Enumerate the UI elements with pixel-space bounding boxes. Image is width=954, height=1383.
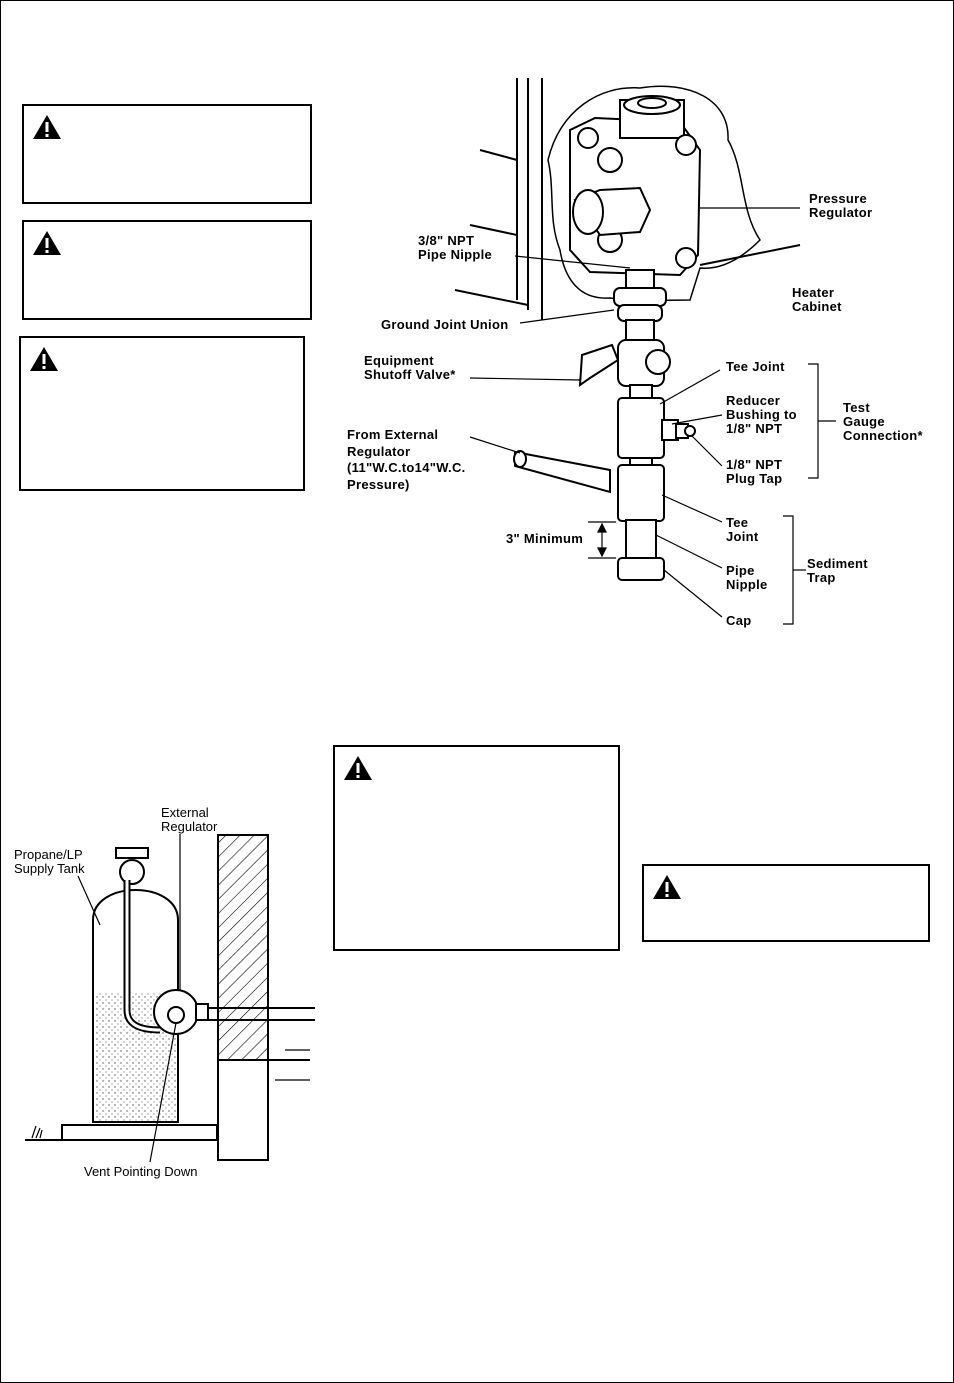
warning-box-3 [19,336,305,491]
warning-triangle-icon [653,875,681,899]
warning-triangle-icon [33,231,61,255]
label-minimum: 3" Minimum [506,531,584,546]
warning-box-2 [22,220,312,320]
warning-triangle-icon [30,347,58,371]
warning-triangle-icon [344,756,372,780]
label-cap: Cap [726,613,752,628]
label-vent-pointing-down: Vent Pointing Down [84,1164,198,1179]
label-ground-joint-union: Ground Joint Union [381,317,509,332]
label-tee-joint-top: Tee Joint [726,359,785,374]
warning-triangle-icon [33,115,61,139]
warning-box-4 [333,745,620,951]
regulator-piping-diagram [454,78,836,625]
warning-box-1 [22,104,312,204]
warning-box-5 [642,864,930,942]
